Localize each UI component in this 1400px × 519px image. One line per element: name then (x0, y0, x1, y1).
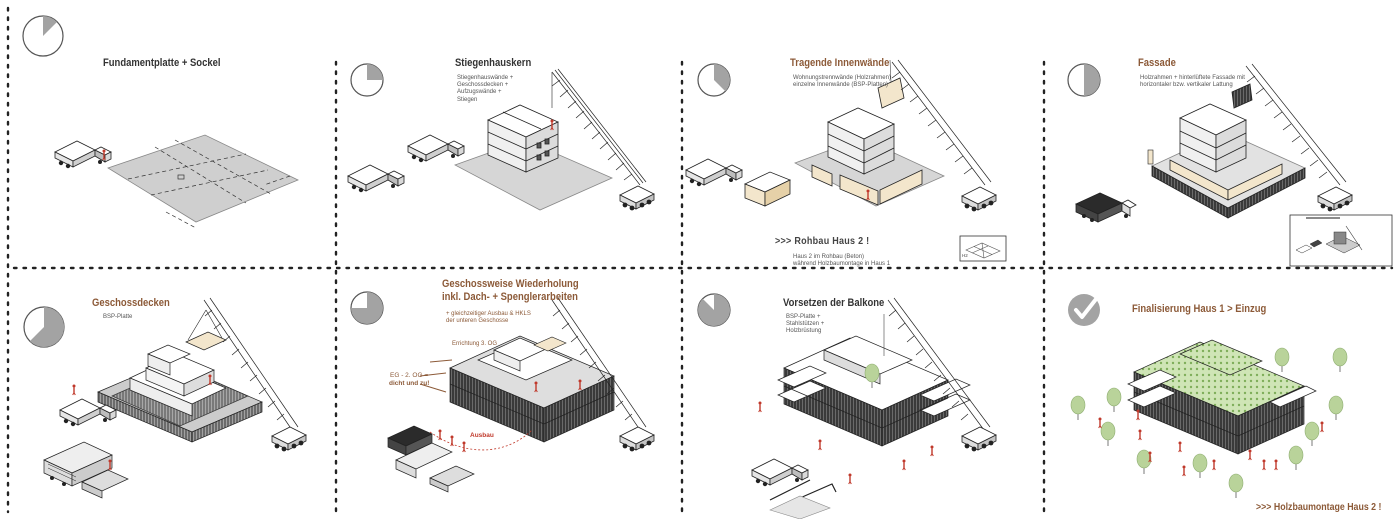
rohbau-inset (959, 235, 1007, 262)
scene-balkone (751, 297, 997, 519)
panel-dividers (6, 6, 1394, 514)
errichtung-label: Errichtung 3. OG (452, 341, 498, 347)
progress-pie-5-fill (29, 306, 65, 347)
ausbau-label: Ausbau (470, 432, 494, 439)
wiederholung-trucks (387, 425, 475, 493)
panel-note-fassade: Holzrahmen + hinterlüftete Fassade mit h… (1140, 75, 1245, 89)
scene-finalisierung (1070, 339, 1348, 499)
progress-pie-1-fill (43, 16, 57, 36)
panel-note-innenwaende: Wohnungstrennwände (Holzrahmen) einzelne… (793, 75, 891, 89)
h2-label: H2 (962, 253, 968, 258)
panel-note-stiegenhauskern: Stiegenhauswände + Geschossdecken + Aufz… (457, 75, 514, 103)
progress-pie-4-fill (1084, 64, 1100, 96)
panel-title-wiederholung: Geschossweise Wiederholung inkl. Dach- +… (442, 278, 579, 303)
panel-title-innenwaende: Tragende Innenwände (790, 57, 890, 69)
progress-pie-3-fill (714, 64, 730, 92)
rohbau-note-2: während Holzbaumontage in Haus 1 (793, 261, 891, 267)
panel-note-geschossdecken: BSP-Platte (103, 314, 133, 320)
scene-stiegenhauskern (347, 68, 655, 211)
scene-wiederholung (387, 297, 655, 493)
scene-fundament (54, 134, 299, 229)
progress-pies (22, 15, 1102, 348)
scene-fassade (1075, 63, 1393, 267)
fassade-truck (1075, 192, 1137, 223)
panel-title-geschossdecken: Geschossdecken (92, 297, 170, 309)
panel-title-stiegenhauskern: Stiegenhauskern (455, 57, 532, 69)
dicht-label: dicht und zu! (389, 380, 430, 387)
panel-note-wiederholung: + gleichzeitiger Ausbau & HKLS der unter… (446, 311, 531, 325)
scene-geschossdecken (43, 297, 307, 499)
fassade-inset (1289, 214, 1393, 267)
panel-title-fundamentplatte: Fundamentplatte + Sockel (103, 57, 221, 69)
timber-trucks (43, 441, 129, 499)
panel-title-fassade: Fassade (1138, 57, 1176, 69)
scene-innenwaende (685, 59, 997, 212)
progress-pie-2-fill (367, 64, 383, 80)
panel-title-finalisierung: Finalisierung Haus 1 > Einzug (1132, 303, 1267, 315)
final-banner: >>> Holzbaumontage Haus 2 ! (1256, 502, 1382, 513)
check-icon (1068, 292, 1102, 326)
eg-label: EG - 2. OG = (390, 372, 429, 379)
progress-pie-7-fill (698, 293, 731, 326)
rohbau-title: >>> Rohbau Haus 2 ! (775, 236, 870, 247)
panel-title-balkone: Vorsetzen der Balkone (783, 297, 885, 309)
rohbau-note-1: Haus 2 im Rohbau (Beton) (793, 254, 865, 260)
panel-note-balkone: BSP-Platte + Stahlstützen + Holzbrüstung (786, 314, 825, 335)
progress-pie-6-fill (351, 292, 383, 324)
